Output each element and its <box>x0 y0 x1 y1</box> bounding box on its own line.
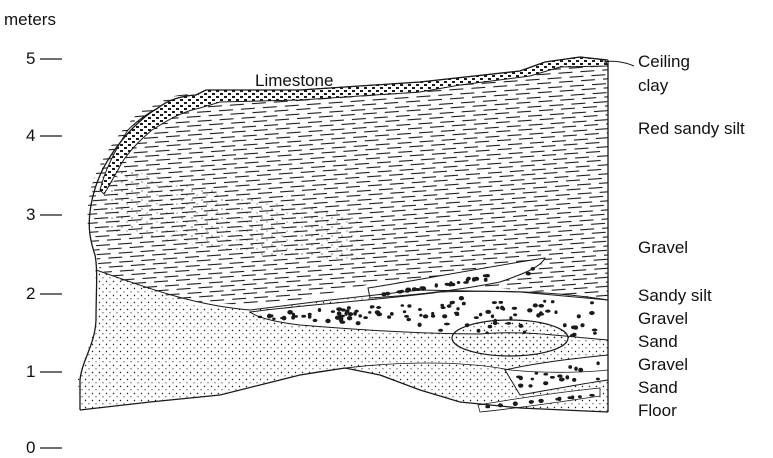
red-sandy-silt-label: Red sandy silt <box>638 119 745 139</box>
ceiling-clay-label-line1: Ceiling <box>638 52 690 72</box>
axis-ticks <box>40 59 62 448</box>
sand-lower-label: Sand <box>638 378 678 398</box>
gravel-upper-label: Gravel <box>638 238 688 258</box>
gravel-middle-label: Gravel <box>638 309 688 329</box>
tick-label-0: 0 <box>26 438 35 458</box>
tick-label-4: 4 <box>26 126 35 146</box>
ceiling-clay-label-line2: clay <box>638 76 668 96</box>
gravel-lower-label: Gravel <box>638 355 688 375</box>
tick-label-1: 1 <box>26 362 35 382</box>
sand-upper-label: Sand <box>638 332 678 352</box>
limestone-label: Limestone <box>255 71 333 91</box>
axis-unit-label: meters <box>4 10 56 30</box>
tick-label-3: 3 <box>26 205 35 225</box>
floor-label: Floor <box>638 401 677 421</box>
tick-label-2: 2 <box>26 284 35 304</box>
tick-label-5: 5 <box>26 49 35 69</box>
sandy-silt-label: Sandy silt <box>638 286 712 306</box>
